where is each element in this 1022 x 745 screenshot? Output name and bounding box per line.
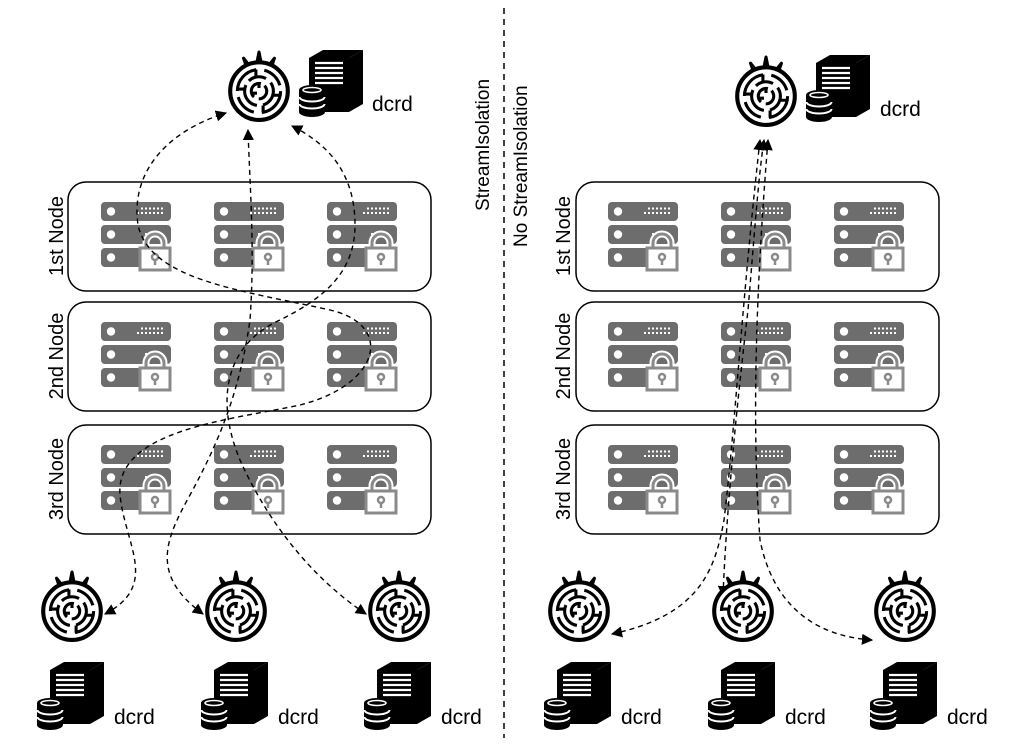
no-streamisolation-label: No StreamIsolation xyxy=(511,85,532,247)
relay-server-icon xyxy=(101,322,171,390)
circuit-path-2 xyxy=(717,138,769,598)
dcrd-label: dcrd xyxy=(947,706,988,729)
right-bottom-node-2: dcrd xyxy=(707,572,826,731)
circuit-path-1 xyxy=(104,110,372,615)
relay-server-icon xyxy=(327,445,397,513)
database-icon xyxy=(298,84,326,118)
database-icon xyxy=(543,697,571,731)
tor-onion-icon xyxy=(230,52,288,120)
relay-server-icon xyxy=(327,202,397,270)
right-panel: dcrd 1st Node 2nd Node 3rd Node xyxy=(543,53,988,731)
circuit-path-2 xyxy=(166,128,254,615)
relay-server-icon xyxy=(834,445,904,513)
relay-server-icon xyxy=(214,322,284,390)
database-icon xyxy=(36,697,64,731)
layer-label: 2nd Node xyxy=(46,313,68,400)
relay-server-icon xyxy=(721,202,791,270)
tor-onion-icon xyxy=(550,572,608,640)
relay-server-icon xyxy=(721,322,791,390)
left-layer-3rd: 3rd Node xyxy=(46,424,432,535)
relay-server-icon xyxy=(608,202,678,270)
relay-server-icon xyxy=(608,445,678,513)
dcrd-label: dcrd xyxy=(372,93,413,116)
dcrd-label: dcrd xyxy=(880,98,921,121)
dcrd-label: dcrd xyxy=(441,706,482,729)
left-bottom-node-2: dcrd xyxy=(200,572,319,731)
tor-onion-icon xyxy=(207,572,265,640)
right-bottom-node-3: dcrd xyxy=(869,572,988,731)
tor-onion-icon xyxy=(737,57,795,125)
relay-server-icon xyxy=(101,445,171,513)
circuit-path-3 xyxy=(754,138,874,645)
relay-server-icon xyxy=(327,322,397,390)
right-layer-3rd: 3rd Node xyxy=(553,424,940,535)
tor-onion-icon xyxy=(43,572,101,640)
right-layer-1st: 1st Node xyxy=(553,181,940,292)
relay-server-icon xyxy=(214,202,284,270)
tor-onion-icon xyxy=(714,572,772,640)
layer-label: 1st Node xyxy=(46,196,68,276)
left-circuits xyxy=(104,110,372,615)
database-icon xyxy=(805,89,833,123)
dcrd-label: dcrd xyxy=(621,706,662,729)
left-bottom-node-3: dcrd xyxy=(363,572,482,731)
tor-onion-icon xyxy=(876,572,934,640)
circuit-path-3 xyxy=(226,125,367,615)
left-bottom-node-1: dcrd xyxy=(36,572,155,731)
layer-label: 1st Node xyxy=(553,196,575,276)
right-circuits xyxy=(610,138,874,645)
database-icon xyxy=(707,697,735,731)
dcrd-label: dcrd xyxy=(785,706,826,729)
database-icon xyxy=(363,697,391,731)
layer-label: 2nd Node xyxy=(553,313,575,400)
dcrd-label: dcrd xyxy=(278,706,319,729)
right-top-node: dcrd xyxy=(737,53,921,125)
database-icon xyxy=(200,697,228,731)
right-bottom-node-1: dcrd xyxy=(543,572,662,731)
left-layer-1st: 1st Node xyxy=(46,181,432,292)
right-layer-2nd: 2nd Node xyxy=(553,301,940,412)
streamisolation-label: StreamIsolation xyxy=(473,79,494,211)
relay-server-icon xyxy=(608,322,678,390)
layer-label: 3rd Node xyxy=(553,438,575,520)
left-panel: dcrd 1st Node 2nd Node 3rd Node xyxy=(36,48,482,731)
relay-server-icon xyxy=(101,202,171,270)
dcrd-label: dcrd xyxy=(114,706,155,729)
relay-server-icon xyxy=(834,202,904,270)
database-icon xyxy=(869,697,897,731)
left-top-node: dcrd xyxy=(230,48,413,120)
relay-server-icon xyxy=(834,322,904,390)
tor-onion-icon xyxy=(370,572,428,640)
layer-label: 3rd Node xyxy=(46,438,68,520)
